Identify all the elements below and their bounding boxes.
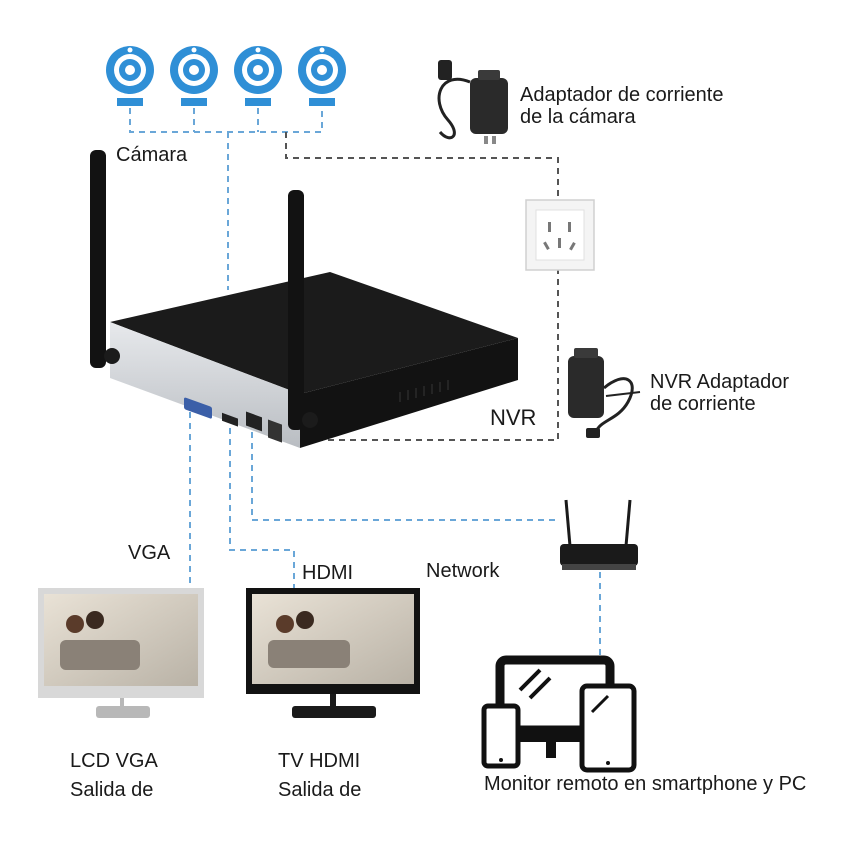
devices-icon bbox=[481, 655, 637, 773]
camera-power-line bbox=[285, 132, 559, 205]
router-icon bbox=[560, 499, 638, 570]
camera-adapter-label-line1: Adaptador de corriente bbox=[520, 84, 724, 106]
ethernet-port bbox=[246, 411, 262, 432]
wifi-camera-icon bbox=[106, 46, 346, 106]
usb-ports bbox=[268, 419, 282, 443]
network-link bbox=[251, 432, 560, 521]
camera-adapter-label-line2: de la cámara bbox=[520, 106, 636, 128]
hdmi-port bbox=[222, 412, 238, 427]
antenna-icon bbox=[90, 150, 318, 430]
data-connection-lines bbox=[129, 108, 601, 660]
nvr-device bbox=[90, 150, 518, 448]
hdmi-link bbox=[229, 428, 295, 600]
wall-socket-icon bbox=[525, 199, 595, 271]
lcd-vga-monitor bbox=[38, 588, 204, 718]
hdmi-label: HDMI bbox=[302, 562, 354, 584]
vga-port bbox=[184, 397, 212, 419]
tv-hdmi-monitor bbox=[246, 588, 420, 718]
nvr-label: NVR bbox=[490, 405, 537, 430]
tv-label-line1: TV HDMI bbox=[278, 750, 361, 772]
socket-to-nvr-power-line bbox=[300, 268, 559, 441]
nvr-adapter-label-line1: NVR Adaptador bbox=[650, 371, 789, 393]
lcd-label-line1: LCD VGA bbox=[70, 750, 158, 772]
camera-link-bus bbox=[129, 108, 323, 133]
remote-monitor-label: Monitor remoto en smartphone y PC bbox=[484, 773, 807, 795]
camera-power-adapter-icon bbox=[437, 60, 508, 144]
vga-label: VGA bbox=[128, 542, 171, 564]
lcd-label-line2: Salida de bbox=[70, 779, 154, 801]
camera-label: Cámara bbox=[116, 144, 188, 166]
tv-label-line2: Salida de bbox=[278, 779, 362, 801]
network-label: Network bbox=[426, 560, 500, 582]
power-lines bbox=[285, 132, 559, 441]
nvr-power-adapter-icon bbox=[568, 348, 641, 438]
nvr-adapter-label-line2: de corriente bbox=[650, 393, 756, 415]
